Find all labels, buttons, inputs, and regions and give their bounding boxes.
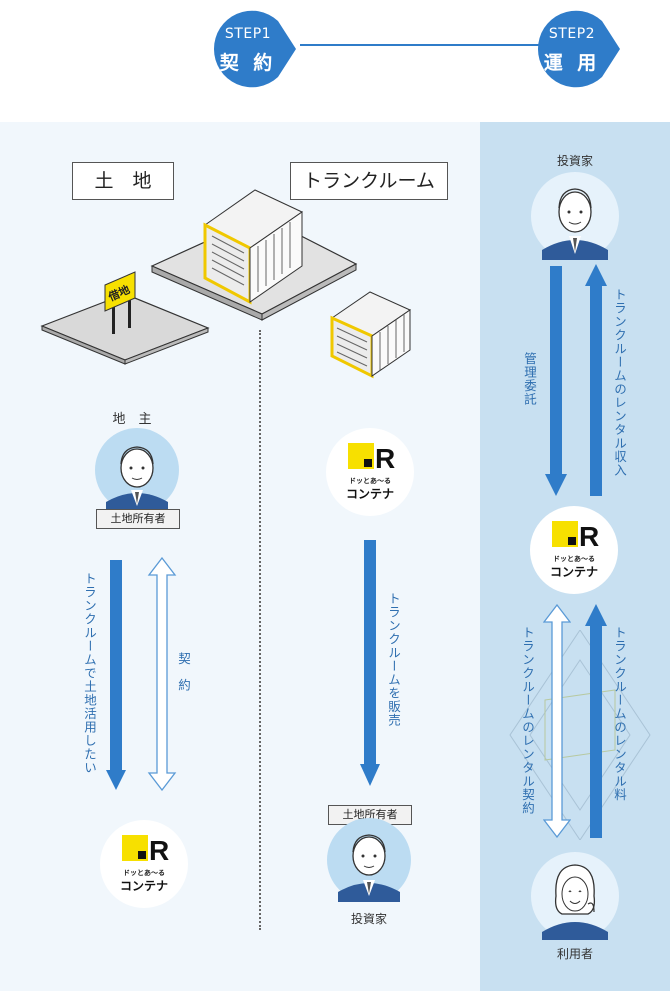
dotto-container-logo-middle: R ドッとあ〜る コンテナ: [326, 428, 414, 516]
investor-caption-right: 投資家: [556, 154, 593, 168]
rental-contract-double-arrow: [543, 604, 571, 838]
rental-fee-up-arrow: [585, 604, 607, 838]
step2-jp: 運 用: [543, 52, 601, 74]
logo-sub-text: ドッとあ〜る: [123, 869, 165, 877]
logo-mark-letter: R: [375, 443, 395, 473]
logo-mark-icon: R: [348, 443, 395, 473]
dotto-container-logo-right: R ドッとあ〜る コンテナ: [530, 506, 618, 594]
investor-caption-middle: 投資家: [350, 912, 387, 926]
user-avatar: [531, 852, 619, 940]
landowner-caption: 地 主: [112, 412, 152, 427]
contract-double-arrow: [147, 557, 177, 791]
management-down-arrow: [545, 266, 567, 496]
rental-income-label: トランクルームのレンタル収入: [612, 288, 627, 477]
rental-fee-label: トランクルームのレンタル料: [612, 626, 627, 802]
logo-mark-letter: R: [149, 835, 169, 865]
column-divider: [259, 330, 261, 930]
landowner-avatar: [95, 428, 179, 512]
investor-avatar-middle: [327, 818, 411, 902]
logo-sub-text: ドッとあ〜る: [553, 555, 595, 563]
step1-badge: STEP1 契 約: [206, 8, 298, 90]
step2-en: STEP2: [548, 26, 596, 42]
land-container-illustration: [40, 189, 412, 379]
logo-sub-text: ドッとあ〜る: [349, 477, 391, 485]
step-connector-line: [300, 44, 540, 46]
rental-contract-label: トランクルームのレンタル契約: [520, 626, 535, 815]
logo-main-text: コンテナ: [119, 879, 168, 893]
logo-main-text: コンテナ: [345, 487, 394, 501]
investor-owner-tag: 土地所有者: [328, 805, 412, 825]
sell-label: トランクルームを販売: [386, 592, 401, 727]
land-label: 土 地: [72, 162, 174, 200]
step1-en: STEP1: [224, 26, 272, 42]
trunk-room-label: トランクルーム: [290, 162, 448, 200]
management-label: 管理委託: [522, 352, 537, 406]
dotto-container-logo-left: R ドッとあ〜る コンテナ: [100, 820, 188, 908]
step1-shape: [213, 10, 296, 88]
step1-jp: 契 約: [219, 52, 277, 74]
left-down-arrow-label: トランクルームで土地活用したい: [82, 572, 97, 775]
user-caption: 利用者: [556, 947, 593, 961]
middle-down-arrow: [360, 540, 380, 786]
logo-mark-icon: R: [122, 835, 169, 865]
logo-mark-icon: R: [552, 521, 599, 551]
step2-badge: STEP2 運 用: [530, 8, 622, 90]
contract-label: 契約: [176, 652, 191, 705]
step2-shape: [537, 10, 620, 88]
logo-mark-letter: R: [579, 521, 599, 551]
left-down-arrow: [106, 560, 126, 790]
investor-avatar-right: [531, 172, 619, 260]
income-up-arrow: [585, 264, 607, 496]
logo-main-text: コンテナ: [549, 565, 598, 579]
landowner-tag: 土地所有者: [96, 509, 180, 529]
